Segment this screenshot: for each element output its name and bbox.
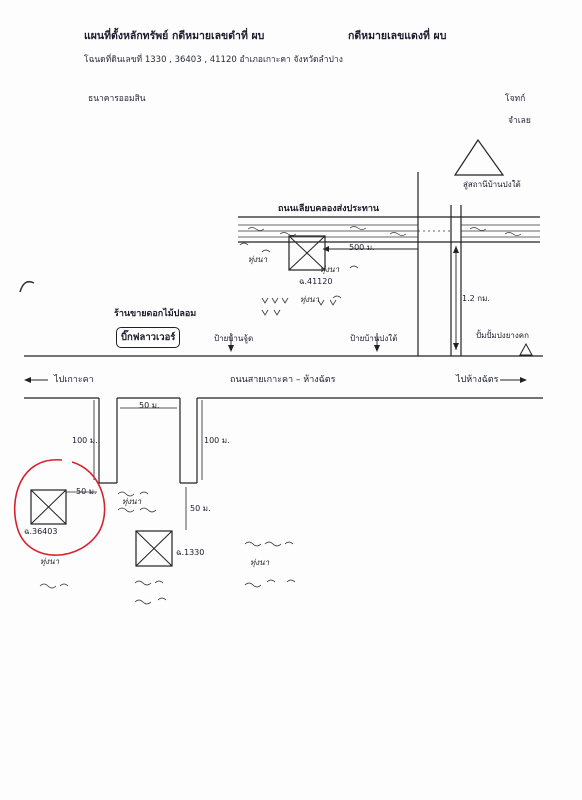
plot-36403-label: ฉ.36403 — [24, 527, 58, 536]
plot-41120-label: ฉ.41120 — [299, 277, 333, 286]
rice-field-label-4: ทุ่งนา — [122, 497, 142, 506]
canal-road-label: ถนนเลียบคลองส่งประทาน — [278, 204, 380, 214]
plaintiff-label: โจทก์ — [505, 94, 526, 104]
gas-station-label: ปั้มปั้มปงยางคก — [476, 331, 529, 340]
red-circle-highlight — [13, 459, 106, 556]
defendant-label: จำเลย — [508, 116, 531, 126]
pumping-station-label: สู่สถานีบ้านปงใต้ — [463, 180, 521, 189]
bank-name: ธนาคารออมสิน — [88, 94, 146, 104]
dist-50m-left-label: 50 ม. — [76, 487, 97, 496]
bus-stop-2-label: ป้ายบ้านปงใต้ — [350, 334, 398, 343]
to-hangchat-label: ไปห้างฉัตร — [456, 375, 499, 385]
dist-50m-right-label: 50 ม. — [190, 504, 211, 513]
deed-numbers: โฉนดที่ดินเลขที่ 1330 , 36403 , 41120 อำ… — [84, 55, 343, 65]
rice-field-label-2: ทุ่งนา — [320, 265, 340, 274]
shop-sign: บิ๊กฟลาวเวอร์ — [116, 327, 181, 348]
document-title-right: กดีหมายเลขแดงที่ ผบ — [348, 30, 447, 42]
dist-500m-label: 500 ม. — [349, 243, 375, 252]
plot-1330-marker — [135, 530, 173, 567]
gas-station-triangle — [519, 342, 533, 356]
rice-field-label-1: ทุ่งนา — [248, 255, 268, 264]
to-kokha-label: ไปเกาะคา — [54, 375, 94, 385]
rice-field-label-3: ทุ่งนา — [300, 295, 320, 304]
bus-stop-1-label: ป้ายบ้านจู้ด — [214, 334, 254, 343]
shop-name-label: ร้านขายดอกไม้ปลอม — [114, 309, 197, 319]
dist-100m-left-label: 100 ม. — [72, 436, 98, 445]
water-wave — [247, 227, 265, 231]
plot-1330-label: ฉ.1330 — [176, 548, 205, 557]
dist-1-2km-label: 1.2 กม. — [462, 294, 490, 303]
rice-field-label-5: ทุ่งนา — [40, 557, 60, 566]
binder-hole-mark — [19, 280, 35, 293]
plot-41120-marker — [288, 235, 326, 271]
rice-field-label-6: ทุ่งนา — [250, 558, 270, 567]
dist-100m-right-label: 100 ม. — [204, 436, 230, 445]
dist-50m-top-label: 50 ม. — [139, 401, 160, 410]
rice-field-marks — [39, 242, 359, 605]
main-road-label: ถนนสายเกาะคา – ห้างฉัตร — [230, 375, 336, 385]
plot-36403-marker — [30, 489, 67, 525]
document-title: แผนที่ตั้งหลักทรัพย์ กดีหมายเลขดำที่ ผบ — [84, 30, 265, 42]
pumping-station-triangle — [453, 138, 505, 176]
